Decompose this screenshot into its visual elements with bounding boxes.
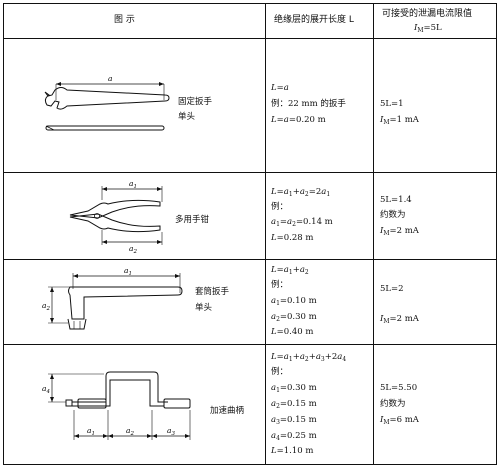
row2-length-3: a1=a2=0.14 m	[271, 217, 333, 228]
wrench-diagram: a	[44, 74, 170, 131]
row4-length-3: a1=0.30 m	[271, 383, 317, 394]
row3-limit-1: 5L=2	[380, 284, 404, 294]
row-divider	[4, 172, 496, 173]
row2-length-2: 例：	[271, 202, 289, 212]
row-divider	[4, 344, 496, 345]
header-figure: 图 示	[114, 15, 135, 25]
row2-length-1: L=a1+a2=2a1	[271, 187, 331, 198]
row3-length-5: L=0.40 m	[271, 327, 314, 337]
row4-length-6: a4=0.25 m	[271, 431, 317, 442]
svg-text:a4: a4	[42, 384, 50, 395]
header-length: 绝缘层的展开长度 L	[274, 15, 354, 25]
row4-length-1: L=a1+a2+a3+2a4	[271, 352, 347, 363]
row4-length-2: 例：	[271, 367, 289, 377]
row4-limit-2: 约数为	[380, 399, 406, 409]
speed-brace-label: 加速曲柄	[210, 406, 245, 416]
row4-length-4: a2=0.15 m	[271, 399, 317, 410]
row4-limit-1: 5L=5.50	[380, 383, 418, 393]
dim-a: a	[108, 74, 112, 83]
speed-brace-diagram: a4 a1 a2 a3	[42, 371, 191, 440]
row2-limit-3: IM=2 mA	[380, 226, 419, 237]
svg-text:a1: a1	[87, 426, 95, 437]
pliers-label: 多用手钳	[175, 215, 210, 225]
svg-text:a2: a2	[126, 426, 134, 437]
leakage-current-table: 图 示 绝缘层的展开长度 L 可接受的泄漏电流限值 IM=5L a 固定扳手 单…	[3, 3, 497, 465]
row3-limit-2: IM=2 mA	[380, 314, 419, 325]
row1-limit-2: IM=1 mA	[380, 115, 419, 126]
row1-limit-1: 5L=1	[380, 99, 404, 109]
row2-limit-2: 约数为	[380, 210, 406, 220]
row2-length-4: L=0.28 m	[271, 233, 314, 243]
row3-length-1: L=a1+a2	[271, 265, 309, 276]
wrench-label-line1: 固定扳手	[178, 97, 213, 107]
row3-length-3: a1=0.10 m	[271, 296, 317, 307]
wrench-label-line2: 单头	[178, 112, 196, 122]
row1-length-3: L=a=0.20 m	[271, 115, 326, 125]
pliers-diagram: a1 a2	[69, 179, 163, 255]
row3-length-4: a2=0.30 m	[271, 312, 317, 323]
header-limit-line1: 可接受的泄漏电流限值	[382, 9, 473, 19]
row1-length-2: 例：22 mm 的扳手	[271, 99, 346, 109]
row4-length-5: a3=0.15 m	[271, 415, 317, 426]
row4-limit-3: IM=6 mA	[380, 415, 419, 426]
row4-length-7: L=1.10 m	[271, 446, 314, 456]
socket-wrench-diagram: a1 a2	[42, 266, 183, 330]
row2-limit-1: 5L=1.4	[380, 195, 412, 205]
row1-length-1: L=a	[271, 83, 289, 93]
socket-wrench-label-line2: 单头	[195, 303, 213, 313]
svg-text:a1: a1	[124, 266, 132, 277]
column-divider	[265, 4, 266, 464]
svg-text:a2: a2	[42, 301, 50, 312]
header-limit-line2: IM=5L	[414, 23, 442, 34]
row-divider	[4, 259, 496, 260]
svg-text:a1: a1	[129, 179, 137, 190]
svg-text:a3: a3	[167, 426, 175, 437]
row-divider	[4, 38, 496, 39]
socket-wrench-label-line1: 套筒扳手	[195, 287, 230, 297]
svg-text:a2: a2	[129, 244, 137, 255]
row3-length-2: 例：	[271, 280, 289, 290]
column-divider	[373, 4, 374, 464]
